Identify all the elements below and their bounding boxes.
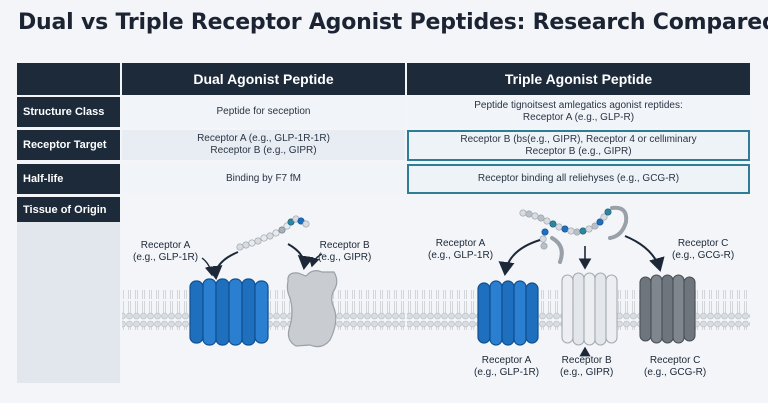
row-label-structure-class: Structure Class: [17, 97, 120, 127]
label-column-block: [17, 222, 120, 383]
cell-receptor-dual: Receptor A (e.g., GLP-1R-1R) Receptor B …: [122, 130, 405, 160]
cell-text: Receptor A (e.g., GLP-1R-1R): [197, 133, 330, 144]
row-label-half-life: Half-life: [17, 164, 120, 194]
triple-label-top-receptor-a: Receptor A (e.g., GLP-1R): [428, 238, 493, 262]
column-header-dual: Dual Agonist Peptide: [122, 63, 405, 95]
column-header-triple: Triple Agonist Peptide: [407, 63, 750, 95]
triple-receptor-b-shape: [561, 272, 618, 346]
label-line: Receptor C: [649, 355, 701, 366]
dual-arrow-a: [206, 251, 239, 280]
dual-receptor-b-shape: [286, 270, 338, 348]
header-corner: [17, 63, 120, 95]
row-label-receptor-target: Receptor Target: [17, 130, 120, 160]
dual-label-receptor-b: Receptor B (e.g., GIPR): [318, 240, 371, 264]
triple-receptor-c-shape: [639, 274, 696, 344]
label-line: (e.g., GLP-1R): [428, 250, 494, 261]
label-line: (e.g., GCG-R): [644, 367, 707, 378]
dual-peptide-chain: [236, 215, 310, 251]
dual-arrow-label-a: [201, 257, 217, 277]
triple-peptide-tail-left: [550, 236, 564, 264]
dual-receptor-a-shape: [189, 278, 269, 346]
dual-arrow-label-b: [308, 253, 323, 268]
cell-structure-triple: Peptide tignoitsest amlegatics agonist r…: [407, 97, 750, 127]
dual-label-receptor-a: Receptor A (e.g., GLP-1R): [133, 240, 198, 264]
cell-text: Receptor binding all reliehyses (e.g., G…: [477, 173, 680, 184]
label-line: (e.g., GCG-R): [672, 250, 735, 261]
cell-text: Binding by F7 fM: [225, 173, 302, 184]
triple-label-bottom-receptor-b: Receptor B (e.g., GIPR): [560, 355, 613, 379]
label-line: Receptor C: [677, 238, 729, 249]
triple-arrow-c: [624, 235, 665, 272]
triple-label-bottom-receptor-c: Receptor C (e.g., GCG-R): [644, 355, 706, 379]
triple-label-top-receptor-c: Receptor C (e.g., GCG-R): [672, 238, 734, 262]
row-label-tissue-of-origin: Tissue of Origin: [17, 197, 120, 223]
triple-peptide-tail-right: [608, 205, 629, 240]
label-line: Receptor B: [319, 240, 370, 251]
cell-halflife-triple: Receptor binding all reliehyses (e.g., G…: [407, 164, 750, 194]
cell-receptor-triple: Receptor B (bs(e.g., GIPR), Receptor 4 o…: [407, 130, 750, 161]
cell-text: Receptor A (e.g., GLP-R): [522, 112, 635, 123]
triple-peptide-chain: [519, 208, 612, 250]
label-line: Receptor A: [140, 240, 191, 251]
label-line: (e.g., GLP-1R): [474, 367, 540, 378]
label-line: (e.g., GLP-1R): [133, 252, 199, 263]
comparison-table: Dual Agonist Peptide Triple Agonist Pept…: [17, 63, 750, 383]
label-line: Receptor A: [481, 355, 532, 366]
label-line: (e.g., GIPR): [318, 252, 372, 263]
label-line: Receptor A: [435, 238, 486, 249]
cell-text: Peptide for seception: [216, 106, 311, 117]
label-line: Receptor B: [561, 355, 612, 366]
cell-text: Receptor B (e.g., GIPR): [525, 145, 632, 157]
triple-arrow-a: [498, 239, 541, 276]
cell-text: Peptide tignoitsest amlegatics agonist r…: [474, 100, 683, 111]
triple-label-bottom-receptor-a: Receptor A (e.g., GLP-1R): [474, 355, 539, 379]
cell-text: Receptor B (e.g., GIPR): [210, 145, 317, 156]
page-title: Dual vs Triple Receptor Agonist Peptides…: [18, 10, 768, 35]
cell-structure-dual: Peptide for seception: [122, 97, 405, 127]
cell-halflife-dual: Binding by F7 fM: [122, 164, 405, 194]
label-line: (e.g., GIPR): [560, 367, 614, 378]
triple-receptor-a-shape: [477, 280, 539, 346]
cell-text: Receptor B (bs(e.g., GIPR), Receptor 4 o…: [460, 133, 697, 145]
dual-arrow-b: [287, 243, 314, 270]
